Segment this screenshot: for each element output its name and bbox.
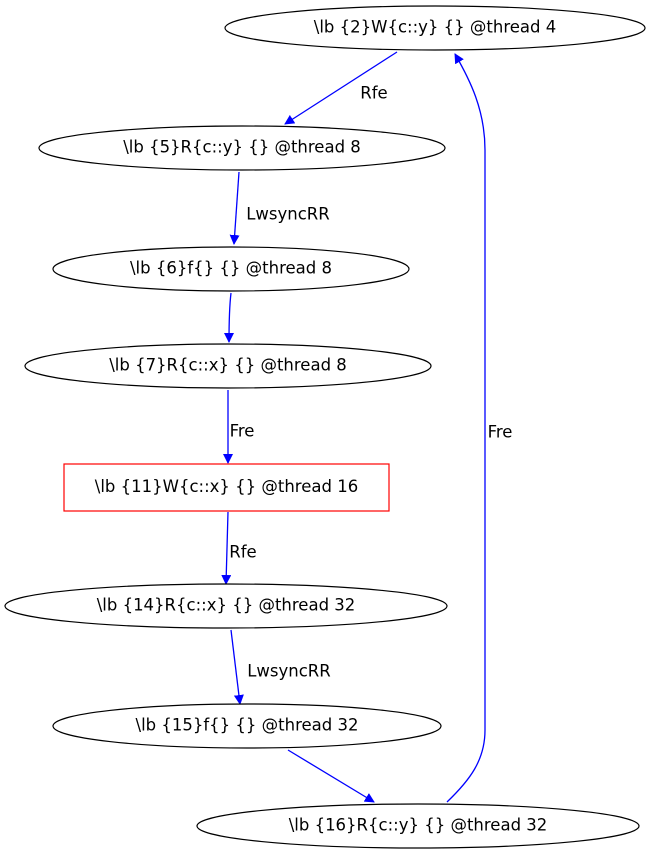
event-node-n15: \lb {15}f{} {} @thread 32: [52, 703, 442, 749]
edge-arrow: [287, 749, 375, 803]
edge-arrow: [224, 292, 235, 343]
node-label: \lb {5}R{c::y} {} @thread 8: [123, 138, 361, 157]
edge-arrow: [230, 629, 244, 705]
event-node-n16: \lb {16}R{c::y} {} @thread 32: [196, 803, 640, 849]
event-node-n7: \lb {7}R{c::x} {} @thread 8: [24, 343, 432, 389]
edge-label: Fre: [488, 423, 513, 442]
event-node-n11: \lb {11}W{c::x} {} @thread 16: [63, 463, 390, 512]
node-ellipse: [196, 803, 640, 849]
node-ellipse: [52, 703, 442, 749]
edge-n7-n11: Fre: [223, 390, 255, 464]
node-label: \lb {6}f{} {} @thread 8: [130, 259, 332, 278]
event-node-n2: \lb {2}W{c::y} {} @thread 4: [224, 5, 646, 51]
edge-label: LwsyncRR: [246, 205, 330, 224]
node-box: [63, 463, 390, 512]
edge-arrow: [284, 51, 398, 125]
edge-arrow: [229, 171, 240, 245]
node-ellipse: [224, 5, 646, 51]
edge-label: LwsyncRR: [247, 662, 331, 681]
node-label: \lb {11}W{c::x} {} @thread 16: [95, 477, 358, 496]
event-node-n5: \lb {5}R{c::y} {} @thread 8: [38, 125, 446, 171]
edge-label: Fre: [230, 422, 255, 441]
node-label: \lb {15}f{} {} @thread 32: [136, 716, 359, 735]
node-ellipse: [24, 343, 432, 389]
edge-n14-n15: LwsyncRR: [230, 629, 331, 705]
node-label: \lb {2}W{c::y} {} @thread 4: [314, 18, 556, 37]
edge-label: Rfe: [229, 543, 256, 562]
edge-n11-n14: Rfe: [221, 511, 257, 585]
edge-n15-n16: [287, 749, 375, 803]
node-ellipse: [4, 583, 448, 629]
edge-n2-n5: Rfe: [284, 51, 398, 125]
edge-label: Rfe: [360, 84, 387, 103]
node-ellipse: [38, 125, 446, 171]
event-node-n14: \lb {14}R{c::x} {} @thread 32: [4, 583, 448, 629]
edge-n5-n6: LwsyncRR: [229, 171, 330, 245]
node-label: \lb {16}R{c::y} {} @thread 32: [289, 816, 548, 835]
edge-n16-n2: Fre: [446, 53, 513, 803]
event-node-n6: \lb {6}f{} {} @thread 8: [52, 246, 410, 292]
edge-n6-n7: [224, 292, 235, 343]
edge-arrow: [446, 53, 486, 803]
node-label: \lb {14}R{c::x} {} @thread 32: [97, 596, 356, 615]
node-ellipse: [52, 246, 410, 292]
edge-arrow: [221, 511, 232, 585]
node-label: \lb {7}R{c::x} {} @thread 8: [109, 356, 347, 375]
